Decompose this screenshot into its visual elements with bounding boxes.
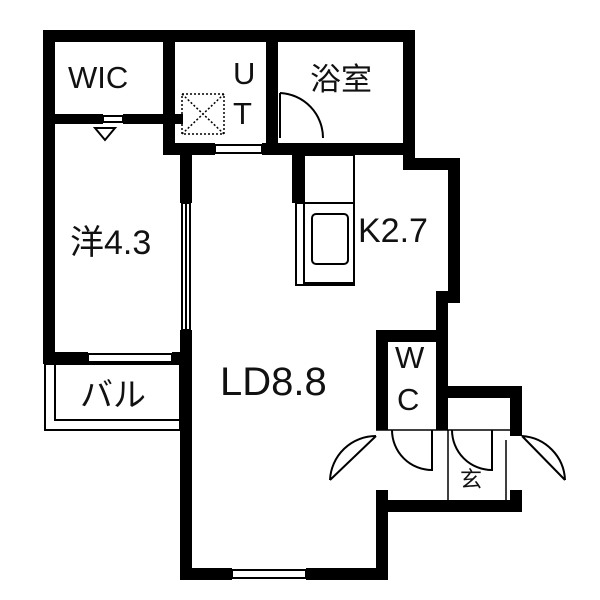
room-label-toilet-w: W <box>395 340 425 375</box>
wall-wc-left <box>376 330 388 430</box>
room-label-entrance: 玄 <box>460 467 483 492</box>
wall-west-bottom-a <box>43 352 88 364</box>
wall-ld-bottom-a <box>180 568 232 580</box>
wall-wc-top <box>376 330 448 342</box>
wall-west-right-bottom <box>180 330 192 430</box>
wall-ut-bath <box>266 30 278 145</box>
sink-icon <box>311 213 349 265</box>
balcony <box>44 363 181 431</box>
room-label-kitchen: K2.7 <box>358 212 428 250</box>
wall-wc-right-lower <box>436 386 448 430</box>
windows <box>87 115 307 579</box>
room-label-balcony: バル <box>80 376 146 413</box>
wall-entrance-right <box>510 386 522 436</box>
doors <box>279 92 566 481</box>
door-wc <box>391 429 433 472</box>
wall-wic-bottom <box>43 114 103 124</box>
wall-west-right-top <box>180 143 192 203</box>
room-label-ut-u: U <box>233 56 256 91</box>
wall-west-bottom-b <box>172 352 192 364</box>
wic-door-icon <box>92 127 118 142</box>
wall-entrance-top <box>436 386 522 398</box>
wall-ld-right-lower <box>376 490 388 580</box>
entrance-lines <box>376 429 522 500</box>
door-entrance-right <box>521 435 566 481</box>
wall-bath-right <box>403 30 415 165</box>
washer-space-icon <box>181 93 225 135</box>
room-label-wic: WIC <box>68 60 129 95</box>
wall-entrance-bottom <box>376 500 522 512</box>
wall-ut-bottom-2 <box>262 143 412 155</box>
room-label-toilet-c: C <box>397 382 420 417</box>
wall-kitchen-right <box>448 158 460 303</box>
wall-wic-ut <box>163 30 175 145</box>
window-west-bottom <box>87 353 173 363</box>
wall-kitchen-left <box>292 155 304 203</box>
wall-top <box>43 30 413 42</box>
wall-left <box>43 30 55 363</box>
room-label-western: 洋4.3 <box>70 224 152 262</box>
wall-kitchen-top-step <box>403 158 460 170</box>
window-wic <box>102 115 124 123</box>
walls <box>43 30 522 580</box>
door-entry-inner <box>451 429 493 472</box>
window-ut <box>214 144 263 154</box>
window-ld-bottom <box>231 569 307 579</box>
wall-ld-bottom-b <box>306 568 388 580</box>
door-entrance-left <box>329 434 377 481</box>
kitchen-counter <box>295 154 355 286</box>
room-label-living-dining: LD8.8 <box>220 360 327 404</box>
room-label-bath: 浴室 <box>310 62 372 97</box>
room-label-ut-t: T <box>233 96 252 131</box>
door-bath <box>279 92 325 139</box>
wall-wic-bottom-2 <box>123 114 183 124</box>
